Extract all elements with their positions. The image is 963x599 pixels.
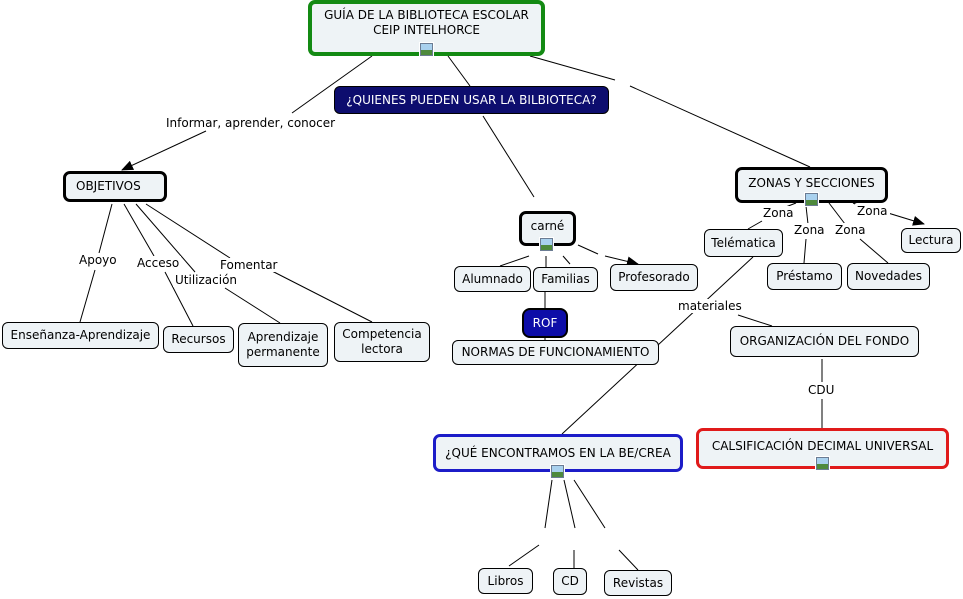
node-alumnado-label: Alumnado [462, 271, 523, 286]
link-label-zona-lectura: Zona [855, 204, 890, 218]
node-libros[interactable]: Libros [478, 568, 533, 594]
link-label-zona-novedades: Zona [833, 223, 868, 237]
node-guia-biblioteca-label: GUÍA DE LA BIBLIOTECA ESCOLAR CEIP INTEL… [324, 8, 529, 37]
node-clasificacion-decimal-label: CALSIFICACIÓN DECIMAL UNIVERSAL [711, 439, 934, 453]
image-icon[interactable] [805, 193, 818, 206]
node-competencia-lectora-label: Competencia lectora [342, 327, 422, 356]
node-aprendizaje-permanente-label: Aprendizaje permanente [246, 330, 320, 359]
node-rof-label: ROF [532, 315, 558, 330]
node-prestamo-label: Préstamo [776, 269, 833, 283]
link-label-informar: Informar, aprender, conocer [164, 116, 338, 130]
node-rof[interactable]: ROF [522, 308, 568, 338]
image-icon[interactable] [540, 238, 553, 251]
node-ensenanza-aprendizaje[interactable]: Enseñanza-Aprendizaje [2, 322, 159, 349]
node-objetivos-label: OBJETIVOS [76, 179, 141, 193]
link-label-fomentar: Fomentar [218, 258, 280, 272]
node-organizacion-fondo-label: ORGANIZACIÓN DEL FONDO [739, 334, 910, 348]
node-familias-label: Familias [541, 272, 590, 286]
link-label-apoyo: Apoyo [77, 253, 119, 267]
node-profesorado[interactable]: Profesorado [610, 264, 698, 291]
node-novedades-label: Novedades [854, 269, 923, 283]
node-organizacion-fondo[interactable]: ORGANIZACIÓN DEL FONDO [730, 326, 919, 357]
node-cd-label: CD [561, 574, 579, 588]
node-novedades[interactable]: Novedades [847, 263, 930, 290]
node-telematica[interactable]: Telématica [704, 229, 783, 257]
image-icon[interactable] [420, 43, 433, 56]
node-revistas-label: Revistas [612, 575, 664, 590]
node-recursos[interactable]: Recursos [163, 326, 234, 353]
node-competencia-lectora[interactable]: Competencia lectora [334, 322, 430, 362]
node-familias[interactable]: Familias [533, 267, 598, 292]
link-label-utilizacion: Utilización [173, 273, 240, 287]
image-icon[interactable] [551, 465, 564, 478]
link-label-materiales: materiales [676, 299, 744, 313]
node-prestamo[interactable]: Préstamo [767, 263, 842, 290]
node-aprendizaje-permanente[interactable]: Aprendizaje permanente [238, 323, 328, 367]
link-label-zona-prestamo: Zona [792, 223, 827, 237]
link-label-acceso: Acceso [135, 256, 182, 270]
link-label-cdu: CDU [806, 383, 837, 397]
image-icon[interactable] [816, 457, 829, 470]
node-zonas-secciones-label: ZONAS Y SECCIONES [748, 175, 875, 190]
node-quienes-label: ¿QUIENES PUEDEN USAR LA BILBIOTECA? [346, 92, 597, 107]
node-revistas[interactable]: Revistas [604, 570, 672, 596]
node-alumnado[interactable]: Alumnado [454, 266, 531, 292]
link-label-zona-telematica: Zona [761, 206, 796, 220]
node-recursos-label: Recursos [171, 332, 226, 346]
node-que-encontramos-label: ¿QUÉ ENCONTRAMOS EN LA BE/CREA [445, 445, 671, 460]
node-quienes[interactable]: ¿QUIENES PUEDEN USAR LA BILBIOTECA? [334, 86, 609, 114]
node-profesorado-label: Profesorado [618, 270, 690, 284]
node-ensenanza-aprendizaje-label: Enseñanza-Aprendizaje [10, 328, 151, 342]
node-cd[interactable]: CD [553, 568, 587, 595]
node-telematica-label: Telématica [711, 235, 776, 250]
node-objetivos[interactable]: OBJETIVOS [63, 171, 167, 202]
node-normas-funcionamiento[interactable]: NORMAS DE FUNCIONAMIENTO [452, 340, 659, 365]
node-lectura-label: Lectura [908, 233, 954, 247]
node-lectura[interactable]: Lectura [901, 228, 961, 253]
node-carne-label: carné [530, 219, 565, 233]
node-libros-label: Libros [487, 573, 524, 588]
node-normas-funcionamiento-label: NORMAS DE FUNCIONAMIENTO [461, 345, 650, 359]
